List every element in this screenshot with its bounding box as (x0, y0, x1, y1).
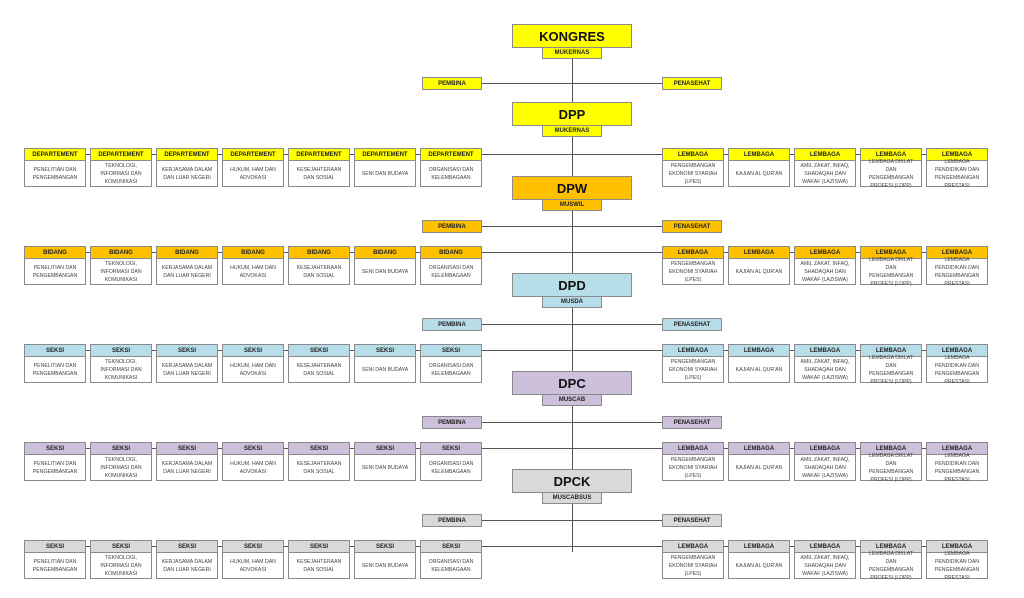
dpck-unit-name: HUKUM, HAM DAN ADVOKASI (222, 552, 284, 579)
kongres-sub-box: MUKERNAS (542, 47, 602, 59)
dpd-unit-name: KERJASAMA DALAM DAN LUAR NEGERI (156, 356, 218, 383)
dpp-sub-box: MUKERNAS (542, 125, 602, 137)
connector-line (482, 324, 662, 325)
connector-line (24, 252, 988, 253)
dpc-lembaga-name: PENGEMBANGAN EKONOMI SYARIAH (LPES) (662, 454, 724, 481)
dpck-unit-name: PENELITIAN DAN PENGEMBANGAN (24, 552, 86, 579)
dpc-unit-name: PENELITIAN DAN PENGEMBANGAN (24, 454, 86, 481)
penasehat-box: PENASEHAT (662, 77, 722, 90)
pembina-box: PEMBINA (422, 318, 482, 331)
dpw-unit-name: HUKUM, HAM DAN ADVOKASI (222, 258, 284, 285)
dpw-unit-name: SENI DAN BUDAYA (354, 258, 416, 285)
dpck-lembaga-name: AMIL ZAKAT, INFAQ, SHADAQAH DAN WAKAF (L… (794, 552, 856, 579)
dpw-sub-box: MUSWIL (542, 199, 602, 211)
kongres-box: KONGRES (512, 24, 632, 48)
dpp-unit-name: HUKUM, HAM DAN ADVOKASI (222, 160, 284, 187)
dpw-unit-name: PENELITIAN DAN PENGEMBANGAN (24, 258, 86, 285)
penasehat-box: PENASEHAT (662, 220, 722, 233)
dpd-unit-header: SEKSI (24, 344, 86, 357)
dpp-unit-name: KESEJAHTERAAN DAN SOSIAL (288, 160, 350, 187)
dpp-lembaga-name: LEMBAGA PENDIDIKAN DAN PENGEMBANGAN PRES… (926, 159, 988, 189)
dpd-unit-name: HUKUM, HAM DAN ADVOKASI (222, 356, 284, 383)
penasehat-box: PENASEHAT (662, 416, 722, 429)
dpp-lembaga-name: AMIL ZAKAT, INFAQ, SHADAQAH DAN WAKAF (L… (794, 160, 856, 187)
dpc-unit-name: HUKUM, HAM DAN ADVOKASI (222, 454, 284, 481)
dpp-lembaga-name: PENGEMBANGAN EKONOMI SYARIAH (LPES) (662, 160, 724, 187)
dpw-lembaga-name: LEMBAGA PENDIDIKAN DAN PENGEMBANGAN PRES… (926, 257, 988, 287)
dpck-lembaga-header: LEMBAGA (860, 540, 922, 553)
connector-line (24, 154, 988, 155)
connector-line (24, 350, 988, 351)
dpd-lembaga-name: LEMBAGA DIKLAT DAN PENGEMBANGAN PROFESI … (860, 355, 922, 385)
dpc-unit-name: SENI DAN BUDAYA (354, 454, 416, 481)
pembina-box: PEMBINA (422, 514, 482, 527)
dpck-unit-header: SEKSI (156, 540, 218, 553)
dpck-lembaga-name: PENGEMBANGAN EKONOMI SYARIAH (LPES) (662, 552, 724, 579)
dpd-lembaga-name: KAJIAN AL QUR'AN (728, 356, 790, 383)
dpc-unit-name: KERJASAMA DALAM DAN LUAR NEGERI (156, 454, 218, 481)
dpc-box: DPC (512, 371, 632, 395)
dpd-unit-name: PENELITIAN DAN PENGEMBANGAN (24, 356, 86, 383)
dpd-lembaga-name: PENGEMBANGAN EKONOMI SYARIAH (LPES) (662, 356, 724, 383)
dpck-lembaga-name: LEMBAGA DIKLAT DAN PENGEMBANGAN PROFESI … (860, 551, 922, 581)
dpp-unit-name: SENI DAN BUDAYA (354, 160, 416, 187)
dpck-unit-name: KESEJAHTERAAN DAN SOSIAL (288, 552, 350, 579)
dpw-box: DPW (512, 176, 632, 200)
dpd-unit-name: SENI DAN BUDAYA (354, 356, 416, 383)
connector-line (482, 83, 662, 84)
dpw-unit-name: ORGANISASI DAN KELEMBAGAAN (420, 258, 482, 285)
connector-line (24, 448, 988, 449)
dpck-unit-name: TEKNOLOGI, INFORMASI DAN KOMUNIKASI (90, 552, 152, 579)
dpp-box: DPP (512, 102, 632, 126)
dpck-unit-name: SENI DAN BUDAYA (354, 552, 416, 579)
dpck-lembaga-name: KAJIAN AL QUR'AN (728, 552, 790, 579)
dpp-lembaga-name: KAJIAN AL QUR'AN (728, 160, 790, 187)
dpck-unit-name: ORGANISASI DAN KELEMBAGAAN (420, 552, 482, 579)
dpc-sub-box: MUSCAB (542, 394, 602, 406)
penasehat-box: PENASEHAT (662, 318, 722, 331)
dpd-unit-name: KESEJAHTERAAN DAN SOSIAL (288, 356, 350, 383)
dpw-lembaga-name: AMIL ZAKAT, INFAQ, SHADAQAH DAN WAKAF (L… (794, 258, 856, 285)
dpd-lembaga-name: AMIL ZAKAT, INFAQ, SHADAQAH DAN WAKAF (L… (794, 356, 856, 383)
pembina-box: PEMBINA (422, 77, 482, 90)
pembina-box: PEMBINA (422, 416, 482, 429)
pembina-box: PEMBINA (422, 220, 482, 233)
connector-line (24, 546, 988, 547)
dpd-lembaga-name: LEMBAGA PENDIDIKAN DAN PENGEMBANGAN PRES… (926, 355, 988, 385)
dpck-unit-name: KERJASAMA DALAM DAN LUAR NEGERI (156, 552, 218, 579)
dpc-lembaga-name: LEMBAGA DIKLAT DAN PENGEMBANGAN PROFESI … (860, 453, 922, 483)
dpc-unit-name: ORGANISASI DAN KELEMBAGAAN (420, 454, 482, 481)
dpc-lembaga-name: KAJIAN AL QUR'AN (728, 454, 790, 481)
penasehat-box: PENASEHAT (662, 514, 722, 527)
dpd-sub-box: MUSDA (542, 296, 602, 308)
connector-line (482, 226, 662, 227)
dpp-unit-name: TEKNOLOGI, INFORMASI DAN KOMUNIKASI (90, 160, 152, 187)
dpd-unit-name: ORGANISASI DAN KELEMBAGAAN (420, 356, 482, 383)
dpc-lembaga-name: AMIL ZAKAT, INFAQ, SHADAQAH DAN WAKAF (L… (794, 454, 856, 481)
dpc-unit-name: TEKNOLOGI, INFORMASI DAN KOMUNIKASI (90, 454, 152, 481)
dpw-lembaga-name: PENGEMBANGAN EKONOMI SYARIAH (LPES) (662, 258, 724, 285)
dpck-box: DPCK (512, 469, 632, 493)
connector-line (482, 520, 662, 521)
dpp-lembaga-name: LEMBAGA DIKLAT DAN PENGEMBANGAN PROFESI … (860, 159, 922, 189)
dpc-unit-name: KESEJAHTERAAN DAN SOSIAL (288, 454, 350, 481)
dpw-unit-header: BIDANG (90, 246, 152, 259)
dpw-unit-name: KERJASAMA DALAM DAN LUAR NEGERI (156, 258, 218, 285)
dpck-lembaga-name: LEMBAGA PENDIDIKAN DAN PENGEMBANGAN PRES… (926, 551, 988, 581)
dpd-box: DPD (512, 273, 632, 297)
dpw-lembaga-name: LEMBAGA DIKLAT DAN PENGEMBANGAN PROFESI … (860, 257, 922, 287)
dpw-unit-name: TEKNOLOGI, INFORMASI DAN KOMUNIKASI (90, 258, 152, 285)
connector-line (482, 422, 662, 423)
dpw-unit-name: KESEJAHTERAAN DAN SOSIAL (288, 258, 350, 285)
dpck-sub-box: MUSCABSUS (542, 492, 602, 504)
dpd-unit-name: TEKNOLOGI, INFORMASI DAN KOMUNIKASI (90, 356, 152, 383)
dpp-unit-name: ORGANISASI DAN KELEMBAGAAN (420, 160, 482, 187)
dpp-unit-name: PENELITIAN DAN PENGEMBANGAN (24, 160, 86, 187)
dpp-unit-name: KERJASAMA DALAM DAN LUAR NEGERI (156, 160, 218, 187)
dpc-lembaga-name: LEMBAGA PENDIDIKAN DAN PENGEMBANGAN PRES… (926, 453, 988, 483)
dpw-lembaga-name: KAJIAN AL QUR'AN (728, 258, 790, 285)
